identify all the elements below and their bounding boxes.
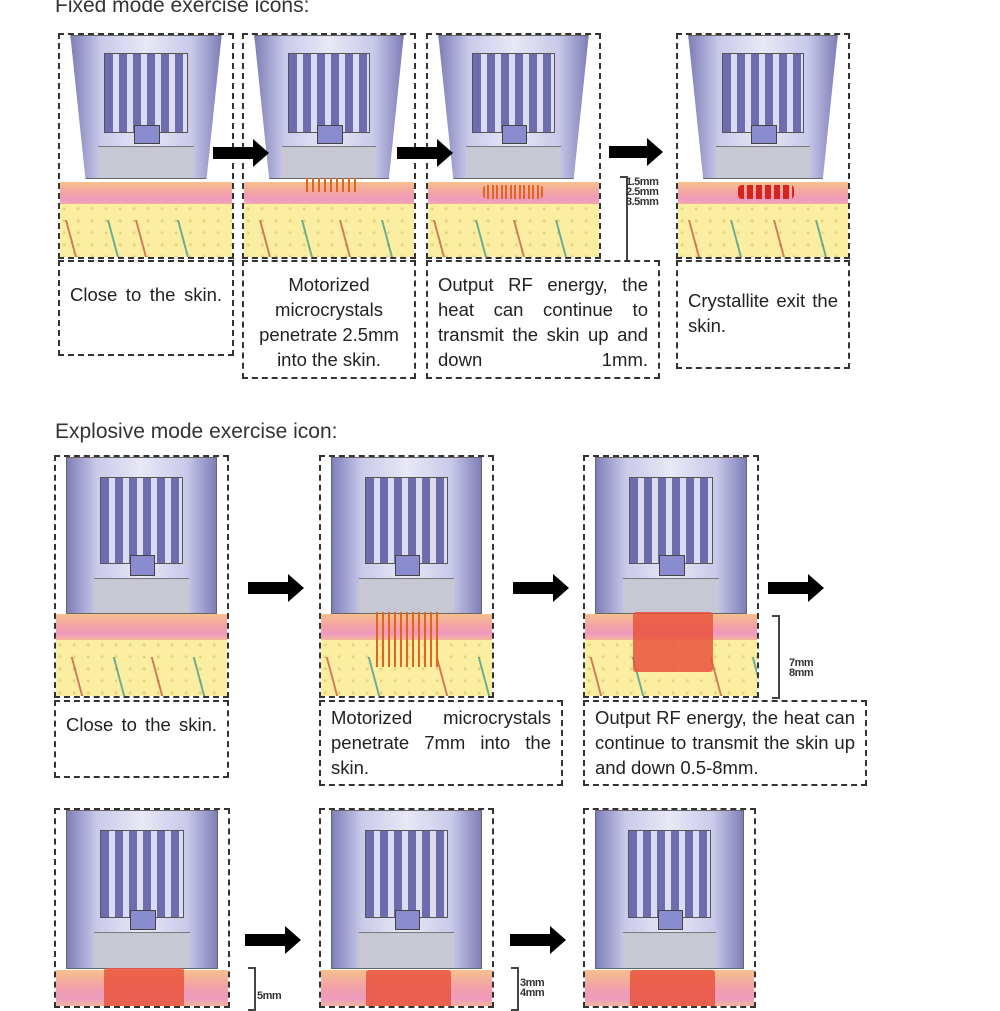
fixed-step1-caption: Close to the skin. (58, 260, 234, 356)
depth-ruler (772, 615, 780, 699)
fixed-step2-illustration (242, 33, 416, 259)
explosive-step2-caption: Motorized microcrystals penetrate 7mm in… (319, 700, 563, 786)
arrow-right-icon (513, 574, 569, 602)
fixed-step4-caption: Crystallite exit the skin. (676, 260, 850, 369)
fixed-step3-illustration (426, 33, 601, 259)
explosive-step3-illustration (583, 455, 759, 698)
depth-ruler (248, 967, 256, 1011)
depth-label: 3.5mm (626, 196, 659, 208)
fixed-mode-title: Fixed mode exercise icons: (55, 0, 310, 17)
arrow-right-icon (510, 926, 566, 954)
depth-label: 7mm (789, 657, 814, 669)
fixed-step1-illustration (58, 33, 234, 259)
explosive-step1-illustration (54, 455, 229, 698)
arrow-right-icon (397, 139, 453, 167)
arrow-right-icon (245, 926, 301, 954)
depth-label: 1.5mm (626, 176, 659, 188)
depth-label: 4mm (520, 987, 545, 999)
explosive-step2-illustration (319, 455, 494, 698)
depth-ruler (511, 967, 519, 1011)
explosive-mode-title: Explosive mode exercise icon: (55, 420, 338, 443)
arrow-right-icon (213, 139, 269, 167)
depth-label: 2.5mm (626, 186, 659, 198)
fixed-step4-illustration (676, 33, 850, 259)
arrow-right-icon (248, 574, 304, 602)
explosive-step5-illustration (319, 808, 494, 1008)
arrow-right-icon (768, 574, 824, 602)
fixed-step2-caption: Motorized microcrystals penetrate 2.5mm … (242, 260, 416, 379)
depth-label: 5mm (257, 990, 282, 1002)
depth-label: 8mm (789, 667, 814, 679)
explosive-step3-caption: Output RF energy, the heat can continue … (583, 700, 867, 786)
explosive-step6-illustration (583, 808, 756, 1008)
explosive-step4-illustration (54, 808, 230, 1008)
explosive-step1-caption: Close to the skin. (54, 700, 229, 778)
arrow-right-icon (609, 138, 663, 166)
depth-label: 3mm (520, 977, 545, 989)
fixed-step3-caption: Output RF energy, the heat can continue … (426, 260, 660, 379)
